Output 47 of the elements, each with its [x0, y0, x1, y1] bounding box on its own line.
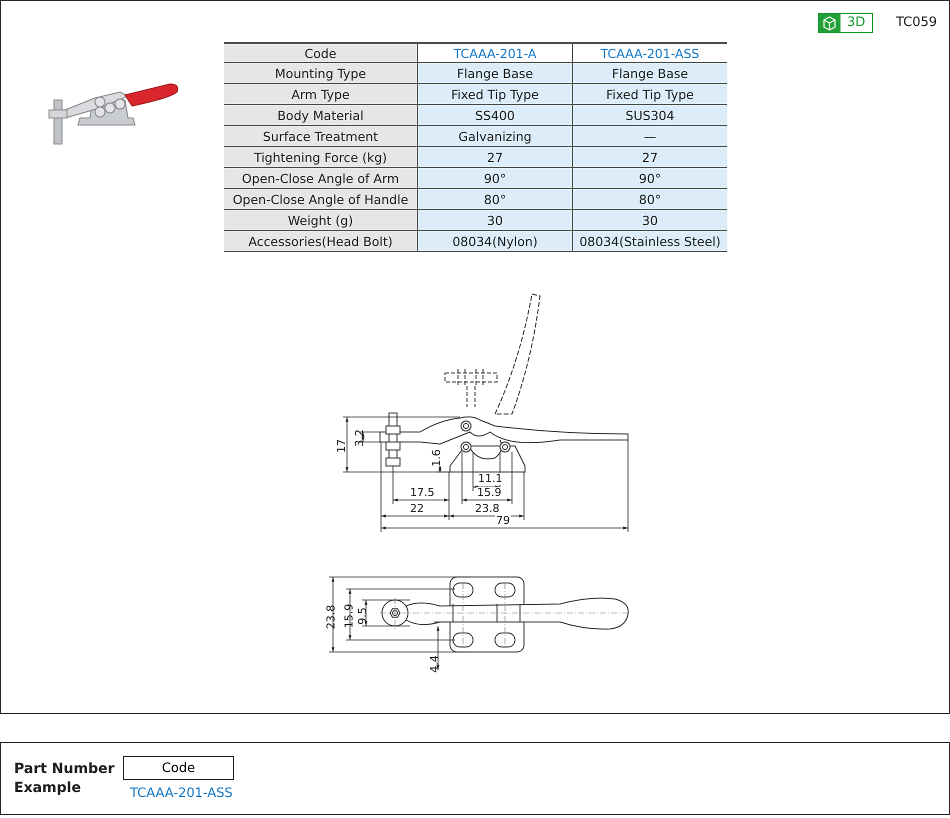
dimension-label: 17 [336, 439, 348, 453]
code-box: Code [123, 756, 234, 780]
table-cell: — [572, 126, 727, 147]
dimension-label: 79 [495, 515, 511, 527]
table-cell: Galvanizing [417, 126, 572, 147]
table-header: TCAAA-201-ASS [572, 42, 727, 63]
dimension-label: 9.5 [356, 607, 369, 625]
section-heading: Part Number Example [14, 760, 116, 798]
table-cell: Body Material [224, 105, 417, 126]
dimension-label: 23.8 [474, 503, 500, 515]
table-cell: 80° [572, 189, 727, 210]
table-cell: 80° [417, 189, 572, 210]
dimension-label: 22 [409, 503, 425, 515]
table-cell: 27 [572, 147, 727, 168]
dimension-label: 17.5 [409, 487, 436, 499]
dimension-label: 15.9 [476, 487, 502, 499]
table-cell: 08034(Nylon) [417, 231, 572, 252]
table-cell: Flange Base [572, 63, 727, 84]
dimension-label: 4.4 [428, 655, 441, 673]
table-cell: 30 [417, 210, 572, 231]
table-cell: 90° [417, 168, 572, 189]
table-cell: 27 [417, 147, 572, 168]
table-cell: Tightening Force (kg) [224, 147, 417, 168]
product-code: TC059 [896, 15, 938, 30]
table-cell: Surface Treatment [224, 126, 417, 147]
dimension-label: 23.8 [325, 604, 338, 630]
table-cell: Fixed Tip Type [572, 84, 727, 105]
table-cell: SS400 [417, 105, 572, 126]
badge-label: 3D [847, 15, 866, 30]
dimension-label: 11.1 [477, 473, 504, 485]
table-cell: Mounting Type [224, 63, 417, 84]
table-header: TCAAA-201-A [417, 42, 572, 63]
table-cell: 30 [572, 210, 727, 231]
table-cell: 08034(Stainless Steel) [572, 231, 727, 252]
table-cell: Accessories(Head Bolt) [224, 231, 417, 252]
table-cell: Open-Close Angle of Arm [224, 168, 417, 189]
table-header: Code [224, 42, 417, 63]
table-cell: Flange Base [417, 63, 572, 84]
table-cell: Arm Type [224, 84, 417, 105]
table-cell: Open-Close Angle of Handle [224, 189, 417, 210]
table-cell: Fixed Tip Type [417, 84, 572, 105]
dimension-label: 1.6 [430, 449, 443, 467]
part-number-example: TCAAA-201-ASS [130, 786, 233, 801]
table-cell: Weight (g) [224, 210, 417, 231]
table-cell: 90° [572, 168, 727, 189]
table-cell: SUS304 [572, 105, 727, 126]
dimension-label: 15.9 [343, 604, 356, 628]
